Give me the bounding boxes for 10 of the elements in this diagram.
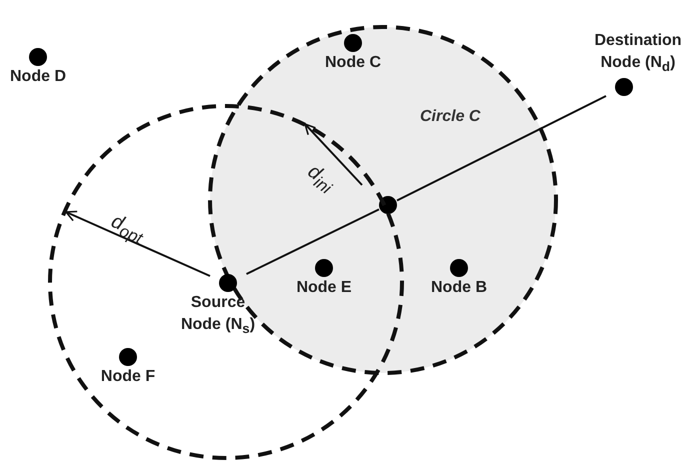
- node-label: Node F: [100, 367, 156, 387]
- node-label: Source Node (N$_{s}$): [180, 293, 256, 338]
- node-label: Node E: [296, 278, 352, 298]
- node-label: Node C: [325, 53, 381, 73]
- node-label: Node B: [431, 278, 487, 298]
- region-title: Circle C: [420, 108, 480, 126]
- node-label: Node D: [10, 67, 66, 87]
- connector-line: [246, 208, 380, 275]
- connector-line: [396, 95, 606, 202]
- node-label: Destination Node (N$_{d}$): [593, 30, 683, 76]
